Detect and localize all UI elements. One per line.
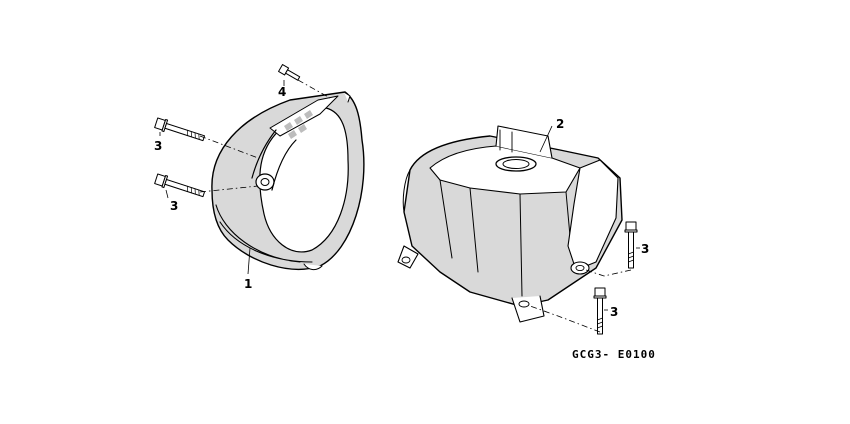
leader-lines [159, 80, 640, 311]
reference-code: GCG3- E0100 [572, 348, 656, 361]
screw-icon [278, 64, 301, 81]
part-label-4: 4 [278, 85, 286, 99]
part-label-2: 2 [556, 117, 564, 131]
part-label-3-right: 3 [641, 242, 649, 256]
flange-bolt-icon [154, 173, 206, 198]
flange-bolt-icon [624, 221, 638, 269]
fan-cover-icon [211, 91, 365, 271]
flange-bolt-icon [154, 117, 206, 142]
part-label-3-bottom: 3 [610, 305, 618, 319]
part-label-3-upper-left: 3 [154, 139, 162, 153]
assembly-lines [199, 79, 632, 333]
engine-shroud-icon [397, 125, 623, 323]
part-label-3-lower-left: 3 [170, 199, 178, 213]
flange-bolt-icon [593, 287, 607, 335]
part-label-1: 1 [244, 277, 252, 291]
